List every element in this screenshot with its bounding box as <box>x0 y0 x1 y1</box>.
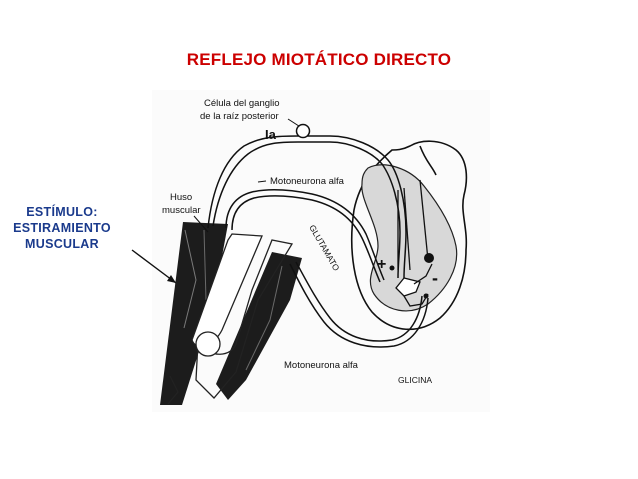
spinal-cord <box>350 140 468 331</box>
ganglion-label: Célula del ganglio de la raíz posterior <box>200 98 280 122</box>
bone <box>167 233 294 405</box>
muscle-upper <box>160 222 228 405</box>
ia-label: Ia <box>265 127 277 142</box>
spindle-label-line-1: Huso <box>170 192 192 203</box>
motor-neuron-lower-label: Motoneurona alfa <box>284 360 359 371</box>
inhibitory-sign: - <box>432 268 438 288</box>
excitatory-sign: + <box>377 256 386 273</box>
motor-neuron-upper-label: Motoneurona alfa <box>270 176 345 187</box>
stimulus-line-1: ESTÍMULO: <box>26 205 98 219</box>
stimulus-label: ESTÍMULO: ESTIRAMIENTO MUSCULAR <box>0 204 124 252</box>
stimulus-arrow <box>131 249 177 284</box>
motor-neuron-upper <box>225 189 385 283</box>
ganglion-label-line-2: de la raíz posterior <box>200 111 279 122</box>
inhibitory-interneuron <box>424 253 434 263</box>
spindle-label-line-2: muscular <box>162 205 201 216</box>
synapse-markers <box>389 265 429 299</box>
motor-neuron-lower <box>289 261 429 348</box>
stimulus-line-2: ESTIRAMIENTO <box>13 221 111 235</box>
glycine-label: GLICINA <box>398 375 432 385</box>
ganglion-cell <box>287 118 311 139</box>
muscle-lower <box>216 252 302 400</box>
ganglion-label-line-1: Célula del ganglio <box>204 98 280 109</box>
interneurons <box>395 179 433 307</box>
stimulus-line-3: MUSCULAR <box>25 237 99 251</box>
gray-matter <box>361 164 458 312</box>
page-title: REFLEJO MIOTÁTICO DIRECTO <box>186 50 452 69</box>
spindle-label: Huso muscular <box>162 192 209 233</box>
glutamate-label: GLUTAMATO <box>307 223 342 273</box>
